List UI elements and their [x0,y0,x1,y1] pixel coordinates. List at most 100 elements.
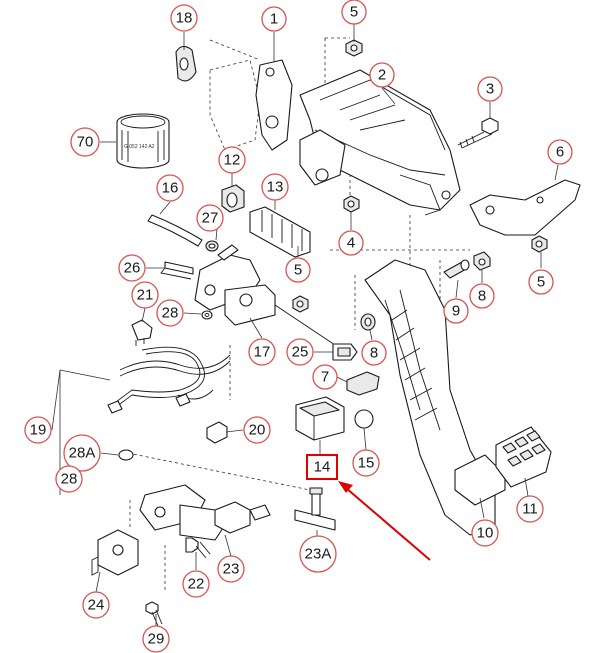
svg-text:11: 11 [522,501,538,518]
part-28-o-ring-lower [118,449,134,461]
callout-5-middle: 5 [285,257,311,283]
callout-8-right: 8 [469,283,495,309]
svg-text:17: 17 [254,344,271,361]
callout-14-highlighted: 14 [306,454,338,480]
svg-text:1: 1 [270,11,278,28]
svg-text:5: 5 [294,262,302,279]
svg-text:5: 5 [537,274,545,291]
svg-text:14: 14 [314,459,331,476]
callout-20: 20 [243,416,271,444]
svg-text:18: 18 [176,10,193,27]
svg-text:12: 12 [224,152,241,169]
callout-27: 27 [196,204,224,232]
callout-7: 7 [312,364,338,390]
callout-29: 29 [142,625,170,653]
part-2-pedal-box [299,69,461,216]
part-22-bolt [185,537,211,559]
part-4-nut [343,195,360,213]
callout-3: 3 [477,76,503,102]
part-7-switch [346,371,380,396]
callout-24: 24 [82,591,110,619]
callout-17: 17 [248,338,276,366]
svg-text:70: 70 [77,134,94,151]
callout-18: 18 [170,4,198,32]
callout-21: 21 [131,281,159,309]
callout-13: 13 [261,173,289,201]
callout-11: 11 [516,495,544,523]
svg-text:22: 22 [188,576,205,593]
part-14-switch-housing [295,396,345,441]
callout-9: 9 [443,298,469,324]
callout-22: 22 [182,570,210,598]
assembly-lines [127,37,470,590]
callout-5-top: 5 [341,0,367,25]
sleeve-print-text: G 052 142 A2 [124,144,155,150]
callout-28A: 28A [63,434,101,472]
callout-16: 16 [156,174,184,202]
part-29-bolt [145,601,163,627]
part-18-bushing-clip [175,45,197,82]
part-11-pedal-pad [495,426,552,488]
part-5-nut-top [345,39,363,57]
callout-23: 23 [217,555,245,583]
callout-4: 4 [338,230,364,256]
svg-text:7: 7 [321,369,329,386]
svg-text:8: 8 [478,288,486,305]
part-28-o-ring [201,310,213,320]
part-23-slave-cylinder [139,484,271,541]
part-8-bushing-lower [360,313,376,331]
callout-15: 15 [352,449,380,477]
part-70-sleeve: G 052 142 A2 [116,113,170,169]
callout-70: 70 [70,127,100,157]
callout-6: 6 [547,139,573,165]
part-24-bracket [91,529,139,576]
svg-text:29: 29 [148,631,165,648]
svg-text:6: 6 [556,144,564,161]
svg-text:27: 27 [202,210,219,227]
part-5-nut-right [531,235,548,253]
part-3-bolt [457,117,499,149]
callout-8-lower: 8 [361,340,387,366]
callout-26: 26 [118,254,146,282]
part-10-pedal-arm [364,259,506,536]
part-19-hydraulic-lines [107,346,231,414]
leader-lines [51,24,559,626]
svg-text:23: 23 [223,561,240,578]
svg-text:8: 8 [370,345,378,362]
svg-text:28A: 28A [69,445,96,462]
svg-text:19: 19 [30,422,47,439]
part-16-hose [147,214,203,247]
svg-text:24: 24 [88,597,105,614]
callout-5-right: 5 [528,269,554,295]
part-6-stop-bracket [469,179,581,236]
svg-text:9: 9 [452,303,460,320]
svg-text:21: 21 [137,287,154,304]
callout-12: 12 [218,146,246,174]
part-20-clip [206,421,228,444]
callout-1: 1 [261,6,287,32]
part-13-boot [249,206,311,258]
part-9-bush-sleeve [443,259,470,279]
svg-text:2: 2 [378,67,386,84]
callout-23A: 23A [299,535,337,573]
svg-text:13: 13 [267,179,284,196]
svg-text:10: 10 [477,525,494,542]
svg-text:20: 20 [249,422,266,439]
part-5-nut-middle [292,295,309,313]
part-15-o-ring [354,409,374,429]
highlight-arrow [338,481,431,561]
svg-text:28: 28 [162,305,179,322]
svg-text:23A: 23A [305,546,332,563]
svg-text:3: 3 [486,81,494,98]
part-8-bushing-right [473,251,491,271]
callouts: 18 1 5 2 3 70 12 6 16 13 27 4 26 5 5 21 … [24,0,573,653]
part-21-connector [131,319,153,346]
callout-28-upper: 28 [156,299,184,327]
callout-19: 19 [24,416,52,444]
svg-text:4: 4 [347,235,355,252]
part-17-master-cylinder [194,244,336,346]
svg-text:5: 5 [350,4,358,21]
svg-text:16: 16 [162,180,179,197]
svg-text:15: 15 [358,455,375,472]
